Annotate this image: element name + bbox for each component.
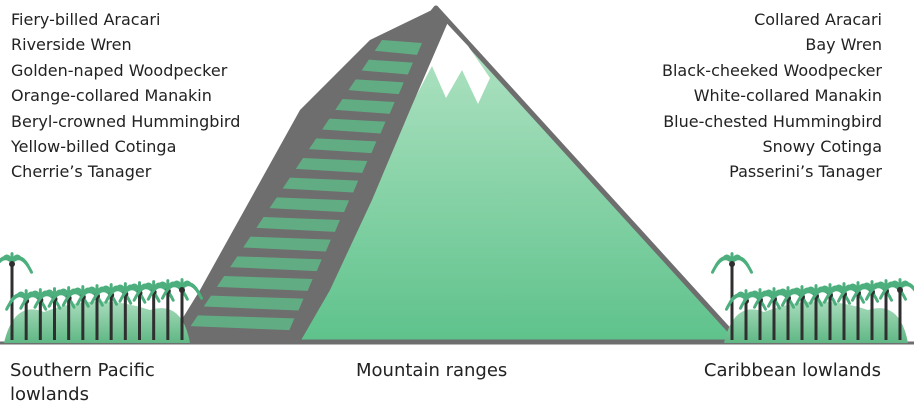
- species-item: Bay Wren: [662, 32, 882, 57]
- species-item: Snowy Cotinga: [662, 134, 882, 159]
- species-item: Collared Aracari: [662, 7, 882, 32]
- caribbean-species-list: Collared Aracari Bay Wren Black-cheeked …: [662, 7, 882, 185]
- species-item: Riverside Wren: [11, 32, 240, 57]
- pacific-lowland-forest: [0, 254, 202, 343]
- species-item: White-collared Manakin: [662, 83, 882, 108]
- species-item: Yellow-billed Cotinga: [11, 134, 240, 159]
- region-label-mountains: Mountain ranges: [356, 359, 507, 383]
- caribbean-lowland-forest: [712, 254, 914, 343]
- species-item: Black-cheeked Woodpecker: [662, 58, 882, 83]
- species-item: Golden-naped Woodpecker: [11, 58, 240, 83]
- species-item: Beryl-crowned Hummingbird: [11, 109, 240, 134]
- species-item: Passerini’s Tanager: [662, 159, 882, 184]
- region-label-pacific: Southern Pacific lowlands: [10, 359, 190, 407]
- species-item: Cherrie’s Tanager: [11, 159, 240, 184]
- pacific-species-list: Fiery-billed Aracari Riverside Wren Gold…: [11, 7, 240, 185]
- species-item: Blue-chested Hummingbird: [662, 109, 882, 134]
- species-item: Orange-collared Manakin: [11, 83, 240, 108]
- palm-crown: [0, 254, 32, 273]
- species-item: Fiery-billed Aracari: [11, 7, 240, 32]
- region-label-caribbean: Caribbean lowlands: [704, 359, 881, 383]
